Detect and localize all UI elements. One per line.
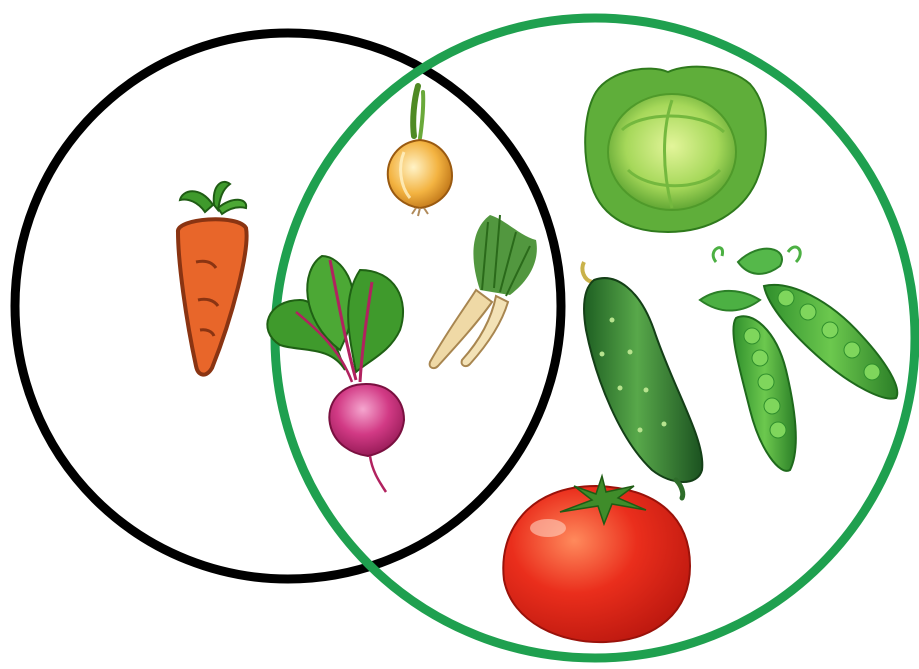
- beetroot-icon: [267, 256, 404, 492]
- parsnip-icon: [430, 215, 537, 368]
- tomato-icon: [503, 476, 690, 642]
- peas-icon: [700, 247, 897, 471]
- cucumber-icon: [582, 262, 702, 498]
- cabbage-icon: [585, 67, 766, 232]
- onion-icon: [388, 86, 452, 216]
- carrot-icon: [178, 182, 247, 375]
